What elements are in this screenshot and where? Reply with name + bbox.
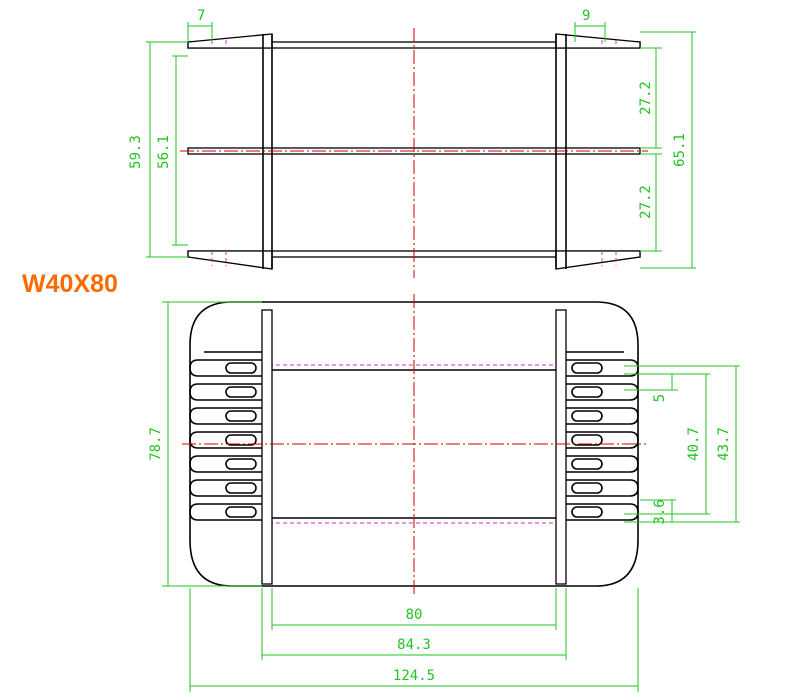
left-pin-tab bbox=[189, 431, 262, 449]
left-pin-slot bbox=[225, 410, 257, 422]
right-pin-slot bbox=[571, 506, 603, 518]
dim-lower-slot: 27.2 bbox=[638, 185, 654, 219]
right-pin-tab bbox=[566, 431, 639, 449]
right-pin-tab bbox=[566, 383, 639, 401]
left-pin-comb bbox=[189, 351, 262, 521]
top-view: 7 9 59.3 56.1 27.2 27.2 65.1 bbox=[128, 8, 696, 278]
right-pin-slot bbox=[571, 482, 603, 494]
right-plate bbox=[555, 309, 567, 585]
model-title: W40X80 bbox=[22, 270, 118, 298]
right-pin-tab bbox=[566, 407, 639, 425]
right-pin-slot bbox=[571, 458, 603, 470]
right-pin-tab bbox=[566, 455, 639, 473]
flange-tip-bottom-left bbox=[187, 250, 273, 270]
flange-tip-top-right bbox=[555, 33, 641, 49]
dim-total-width: 124.5 bbox=[393, 668, 435, 684]
left-plate bbox=[261, 309, 273, 585]
left-pin-tab bbox=[189, 479, 262, 497]
right-pin-tab bbox=[566, 479, 639, 497]
dim-pin-width: 5 bbox=[652, 394, 668, 402]
left-pin-tab bbox=[189, 455, 262, 473]
dim-core-width: 80 bbox=[406, 607, 423, 623]
dim-height-outer: 59.3 bbox=[128, 135, 144, 169]
dim-flange-span: 84.3 bbox=[397, 637, 431, 653]
left-pin-slot bbox=[225, 482, 257, 494]
dim-total-height: 65.1 bbox=[672, 133, 688, 167]
left-pin-tab bbox=[189, 359, 262, 377]
dim-flange-right: 9 bbox=[582, 8, 590, 24]
left-pin-tab bbox=[189, 407, 262, 425]
flange-tip-top-left bbox=[187, 33, 273, 49]
dim-pin-span-total: 43.7 bbox=[716, 427, 732, 461]
right-pin-comb bbox=[566, 351, 639, 521]
left-pin-slot bbox=[225, 434, 257, 446]
front-view: 78.7 5 40.7 43.7 3.6 80 84.3 124.5 bbox=[148, 294, 740, 692]
left-pin-tab bbox=[189, 503, 262, 521]
left-pin-slot bbox=[225, 506, 257, 518]
left-pin-slot bbox=[225, 386, 257, 398]
right-pin-slot bbox=[571, 410, 603, 422]
flange-tip-bottom-right bbox=[555, 250, 641, 270]
right-pin-tab bbox=[566, 359, 639, 377]
dim-front-height: 78.7 bbox=[148, 427, 164, 461]
right-pin-slot bbox=[571, 386, 603, 398]
left-pin-slot bbox=[225, 458, 257, 470]
right-pin-slot bbox=[571, 362, 603, 374]
dim-pin-span: 40.7 bbox=[686, 427, 702, 461]
dim-flange-left: 7 bbox=[197, 8, 205, 24]
dim-pin-gap: 3.6 bbox=[652, 499, 668, 524]
left-pin-tab bbox=[189, 383, 262, 401]
left-pin-slot bbox=[225, 362, 257, 374]
dim-upper-slot: 27.2 bbox=[638, 81, 654, 115]
top-dimension-lines bbox=[146, 22, 696, 269]
front-dimension-lines bbox=[162, 301, 740, 692]
right-pin-tab bbox=[566, 503, 639, 521]
right-pin-slot bbox=[571, 434, 603, 446]
dim-height-inner: 56.1 bbox=[156, 135, 172, 169]
